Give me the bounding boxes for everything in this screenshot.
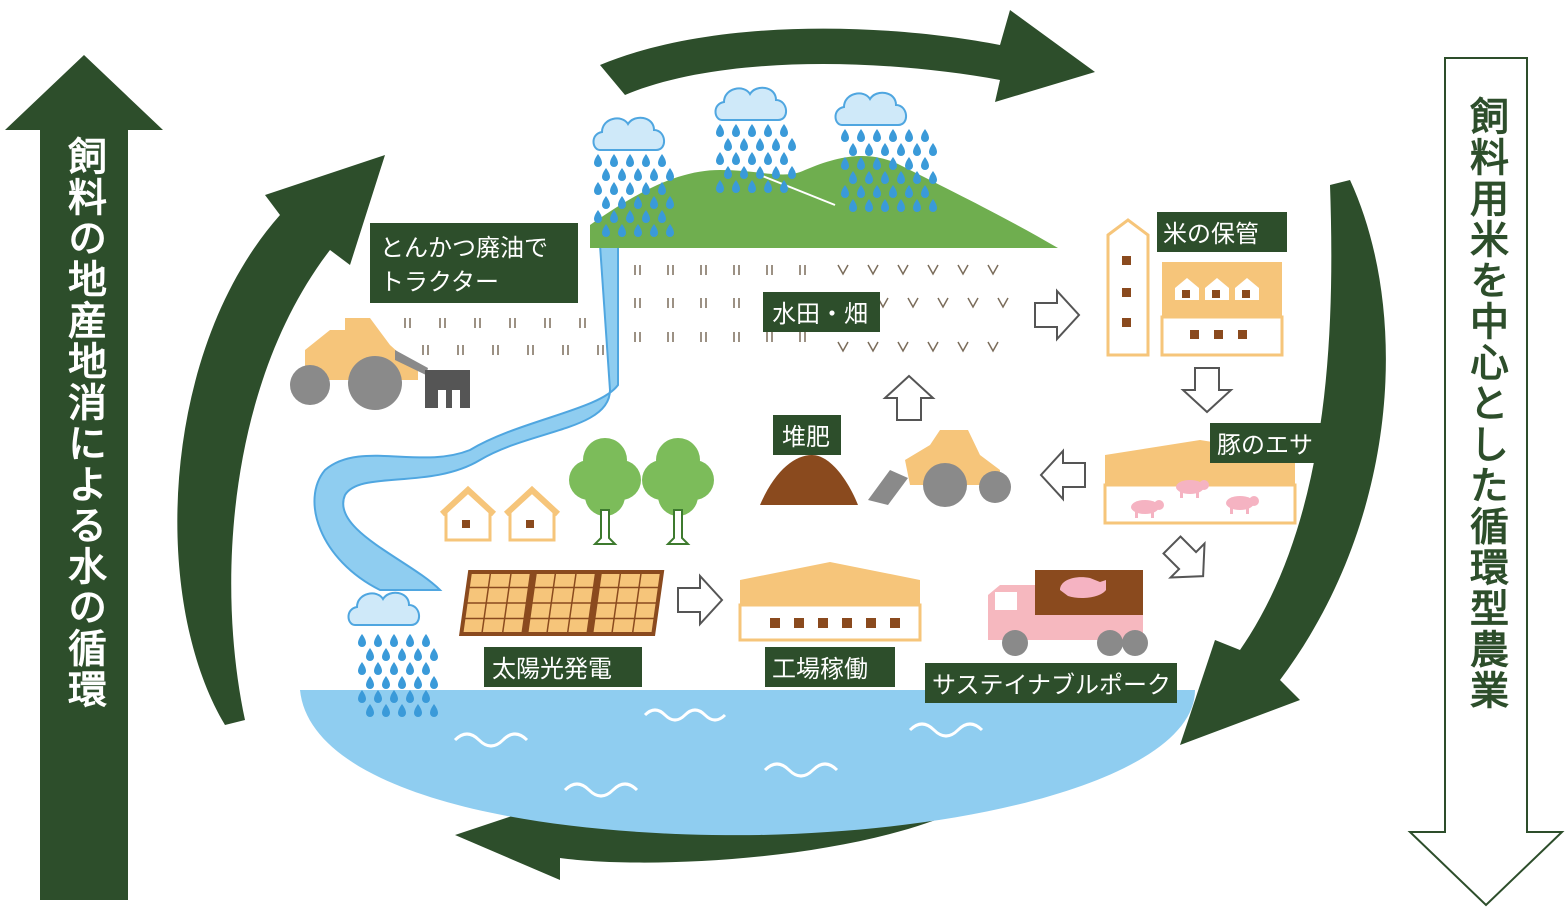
- label-tractor-oil-line1: とんかつ廃油で: [380, 234, 548, 262]
- label-tractor-oil-line2: トラクター: [380, 268, 499, 296]
- right-cycle-arrow: [1407, 57, 1565, 907]
- left-arrow-label: 飼料の地産地消による水の循環: [62, 136, 108, 710]
- rice-storage-icon: [1106, 218, 1284, 357]
- compost-pile-icon: [760, 455, 858, 505]
- water-lake-shape: [300, 690, 1195, 836]
- pig-barn-icon: [1103, 440, 1297, 525]
- label-paddy-text: 水田・畑: [772, 300, 868, 328]
- label-compost-text: 堆肥: [782, 423, 830, 451]
- label-compost: 堆肥: [773, 415, 841, 455]
- river: [313, 244, 619, 591]
- label-pork-text: サステイナブルポーク: [932, 671, 1171, 699]
- label-factory: 工場稼働: [765, 647, 895, 687]
- label-pig-feed: 豚のエサ: [1210, 423, 1340, 463]
- factory-icon: [738, 562, 922, 642]
- mountain: [590, 155, 1058, 248]
- label-tractor-oil: とんかつ廃油で トラクター: [370, 223, 578, 303]
- water-waves: [453, 708, 984, 798]
- left-cycle-arrow: [5, 55, 163, 900]
- pork-truck-icon: [988, 570, 1148, 656]
- label-rice-storage-text: 米の保管: [1163, 220, 1259, 248]
- trees: [568, 437, 715, 545]
- label-solar: 太陽光発電: [484, 647, 642, 687]
- label-factory-text: 工場稼働: [772, 655, 868, 683]
- solar-panels-icon: [459, 570, 665, 636]
- label-rice-storage: 米の保管: [1157, 212, 1287, 252]
- label-pig-feed-text: 豚のエサ: [1217, 431, 1313, 459]
- label-pork: サステイナブルポーク: [925, 663, 1177, 703]
- loader-icon: [868, 430, 1011, 507]
- tractor-icon: [290, 318, 470, 410]
- label-paddy: 水田・畑: [763, 292, 880, 332]
- label-solar-text: 太陽光発電: [492, 655, 612, 683]
- right-arrow-label: 飼料用米を中心とした循環型農業: [1464, 96, 1510, 711]
- houses: [442, 490, 558, 540]
